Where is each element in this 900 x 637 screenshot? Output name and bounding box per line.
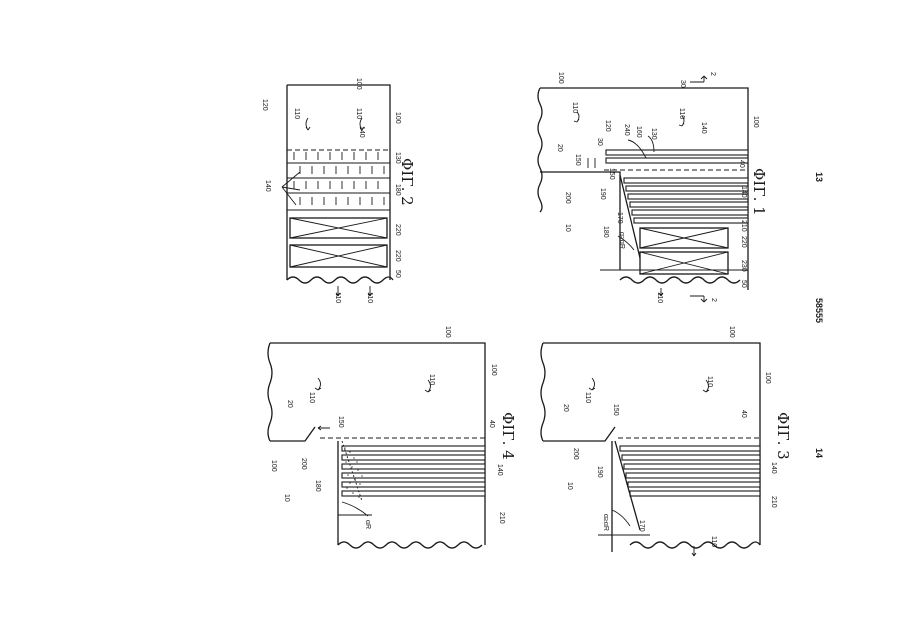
fig4-title: ΦΙΓ. 4 [499,412,517,460]
fig2-title: ΦΙΓ. 2 [398,158,416,206]
fig3-title: ΦΙΓ. 3 [774,412,792,460]
fig1-label: 130 [650,128,657,140]
fig1-label: 30 [679,80,686,88]
figure-1: 100 30 2 110 110 140 100 120 240 160 130… [538,72,768,303]
fig1-label: 20 [556,144,563,152]
fig4-fins [342,446,485,496]
fig3-label: 100 [728,326,735,338]
fig2-label: 100 [355,78,362,90]
fig2-label: 220 [394,250,401,262]
fig1-label: 160 [635,126,642,138]
fig4-label: 210 [498,512,505,524]
fig1-label: 40 [738,160,745,168]
fig1-label: 190 [599,188,606,200]
fig3-label: α≥αR [602,514,609,531]
fig4-label: 10 [283,494,290,502]
fig4-label: 200 [300,458,307,470]
fig4-label: 180 [314,480,321,492]
fig3-label: 10 [566,482,573,490]
fig2-label: 110 [334,292,341,303]
fig2-label: 100 [394,112,401,124]
fig1-label: 210 [740,220,747,232]
fig3-label: 200 [572,448,579,460]
fig1-label: 170 [616,212,623,224]
fig4-label: αR [364,520,371,529]
fig1-label: 2 [710,298,717,302]
fig2-label: 110 [366,292,373,303]
fig2-label: 110 [293,108,300,119]
fig4-label: 100 [444,326,451,338]
fig4-label: 100 [270,460,277,472]
fig1-label: 140 [700,122,707,134]
fig1-label: 110 [571,102,578,113]
fig1-label: α≥αR [618,232,625,249]
fig1-label: 140 [740,186,747,198]
fig1-label: 240 [623,124,630,136]
fig3-label: 100 [764,372,771,384]
fig3-label: 140 [770,462,777,474]
fig2-label: 50 [394,270,401,278]
fig1-label: 200 [564,192,571,204]
fig1-label: 150 [608,168,615,180]
fig3-label: 110 [706,376,713,387]
fig4-label: 110 [308,392,315,403]
fig1-label: 180 [602,226,609,238]
fig3-label: 190 [596,466,603,478]
fig1-label: 2 [709,72,716,76]
figure-2: 100 120 110 110 100 140 130 140 180 220 … [261,78,416,303]
fig1-label: 230 [740,260,747,272]
fig4-label: 140 [496,464,503,476]
fig1-title: ΦΙΓ. 1 [750,168,768,216]
fig3-label: 110 [584,392,591,403]
fig4-label: 110 [428,374,435,385]
fig2-label: 120 [261,99,268,111]
fig1-label: 110 [678,108,685,119]
fig1-label: 30 [596,138,603,146]
fig1-label: 220 [740,236,747,248]
fig4-label: 150 [337,416,344,428]
fig3-label: 40 [740,410,747,418]
fig1-fins [606,150,748,223]
fig1-label: 100 [557,72,564,84]
fig1-label: 150 [574,154,581,166]
fig3-label: 210 [770,496,777,508]
fig3-label: 150 [612,404,619,416]
fig4-label: 100 [490,364,497,376]
fig1-label: 120 [604,120,611,132]
fig3-label: 110 [710,536,717,547]
fig1-label: 100 [752,116,759,128]
document-number: 58555 [814,298,824,323]
figure-3: 100 100 110 110 20 150 40 200 190 10 140… [541,326,792,556]
page-number-top: 13 [814,172,824,182]
fig2-label: 110 [355,108,362,119]
fig2-fin-grid [287,152,390,210]
fig3-label: 20 [562,404,569,412]
fig3-label: 170 [638,520,645,532]
fig1-label: 110 [656,292,663,303]
fig4-label: 20 [286,400,293,408]
fig1-label: 10 [564,224,571,232]
fig2-label: 220 [394,224,401,236]
fig3-fins [620,446,760,496]
fig2-label: 140 [358,126,365,138]
fig4-label: 40 [488,420,495,428]
fig2-label: 140 [264,180,271,192]
fig1-label: 50 [740,280,747,288]
figure-4: 100 100 110 110 20 150 40 100 200 10 180… [268,326,517,548]
page-number-bottom: 14 [814,448,824,458]
